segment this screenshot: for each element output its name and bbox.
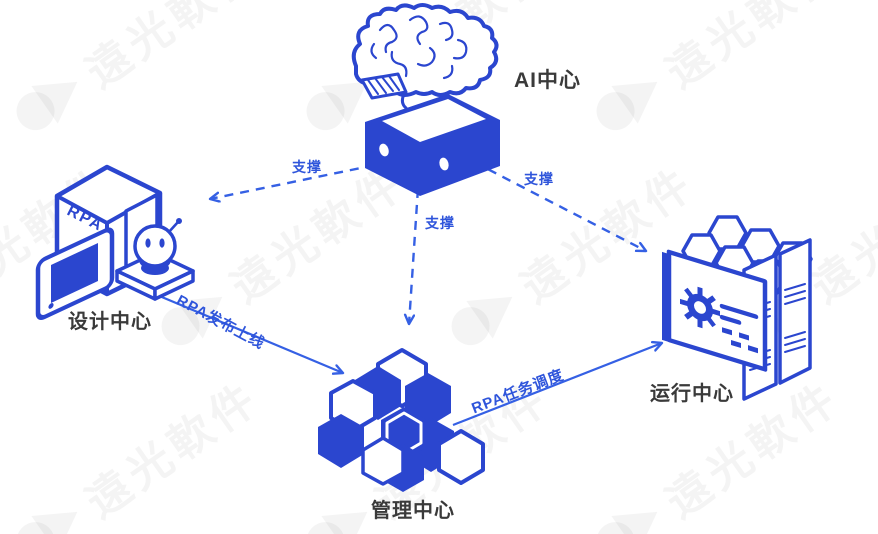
design-center-label: 设计中心 bbox=[68, 311, 152, 333]
management-center-label: 管理中心 bbox=[371, 500, 455, 522]
brain-icon bbox=[351, 3, 499, 110]
gear-icon bbox=[680, 286, 720, 329]
edge-support-right bbox=[473, 160, 646, 251]
design-center-icon: RPA bbox=[35, 164, 195, 320]
operation-center-label: 运行中心 bbox=[650, 383, 734, 405]
operation-center-icon bbox=[662, 215, 813, 401]
edge-rpa-dispatch bbox=[452, 343, 662, 427]
robot-icon bbox=[133, 218, 182, 275]
ai-center-icon bbox=[351, 3, 500, 196]
support-left-label: 支撑 bbox=[292, 159, 322, 175]
support-right-label: 支撑 bbox=[524, 171, 554, 187]
edge-support-down bbox=[409, 172, 421, 324]
management-center-icon bbox=[318, 348, 485, 492]
ai-center-label: AI中心 bbox=[514, 69, 581, 92]
support-down-label: 支撑 bbox=[425, 215, 455, 231]
